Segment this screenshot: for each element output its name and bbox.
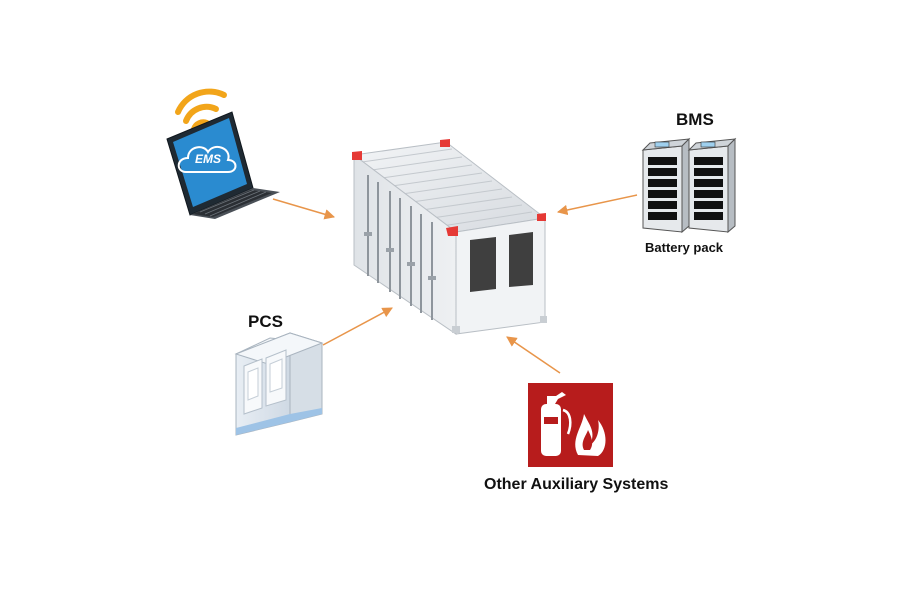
laptop-icon (166, 111, 280, 219)
bms-label: BMS (676, 110, 714, 129)
container-icon (352, 139, 547, 335)
arrow-pcs-to-container (322, 307, 393, 346)
server-rack-icon (641, 137, 737, 234)
cloud-icon (177, 145, 237, 173)
ems-label: EMS (194, 152, 221, 166)
battery-pack-label: Battery pack (645, 240, 724, 255)
connector-arrows (272, 194, 638, 374)
arrow-bms-to-container (556, 194, 638, 216)
fire-extinguisher-icon (528, 383, 613, 467)
other-auxiliary-systems-label: Other Auxiliary Systems (484, 476, 669, 493)
arrow-ems-to-container (272, 198, 336, 220)
pcs-label: PCS (248, 312, 283, 331)
arrow-aux-to-container (506, 336, 561, 374)
cabinet-icon (234, 332, 324, 436)
